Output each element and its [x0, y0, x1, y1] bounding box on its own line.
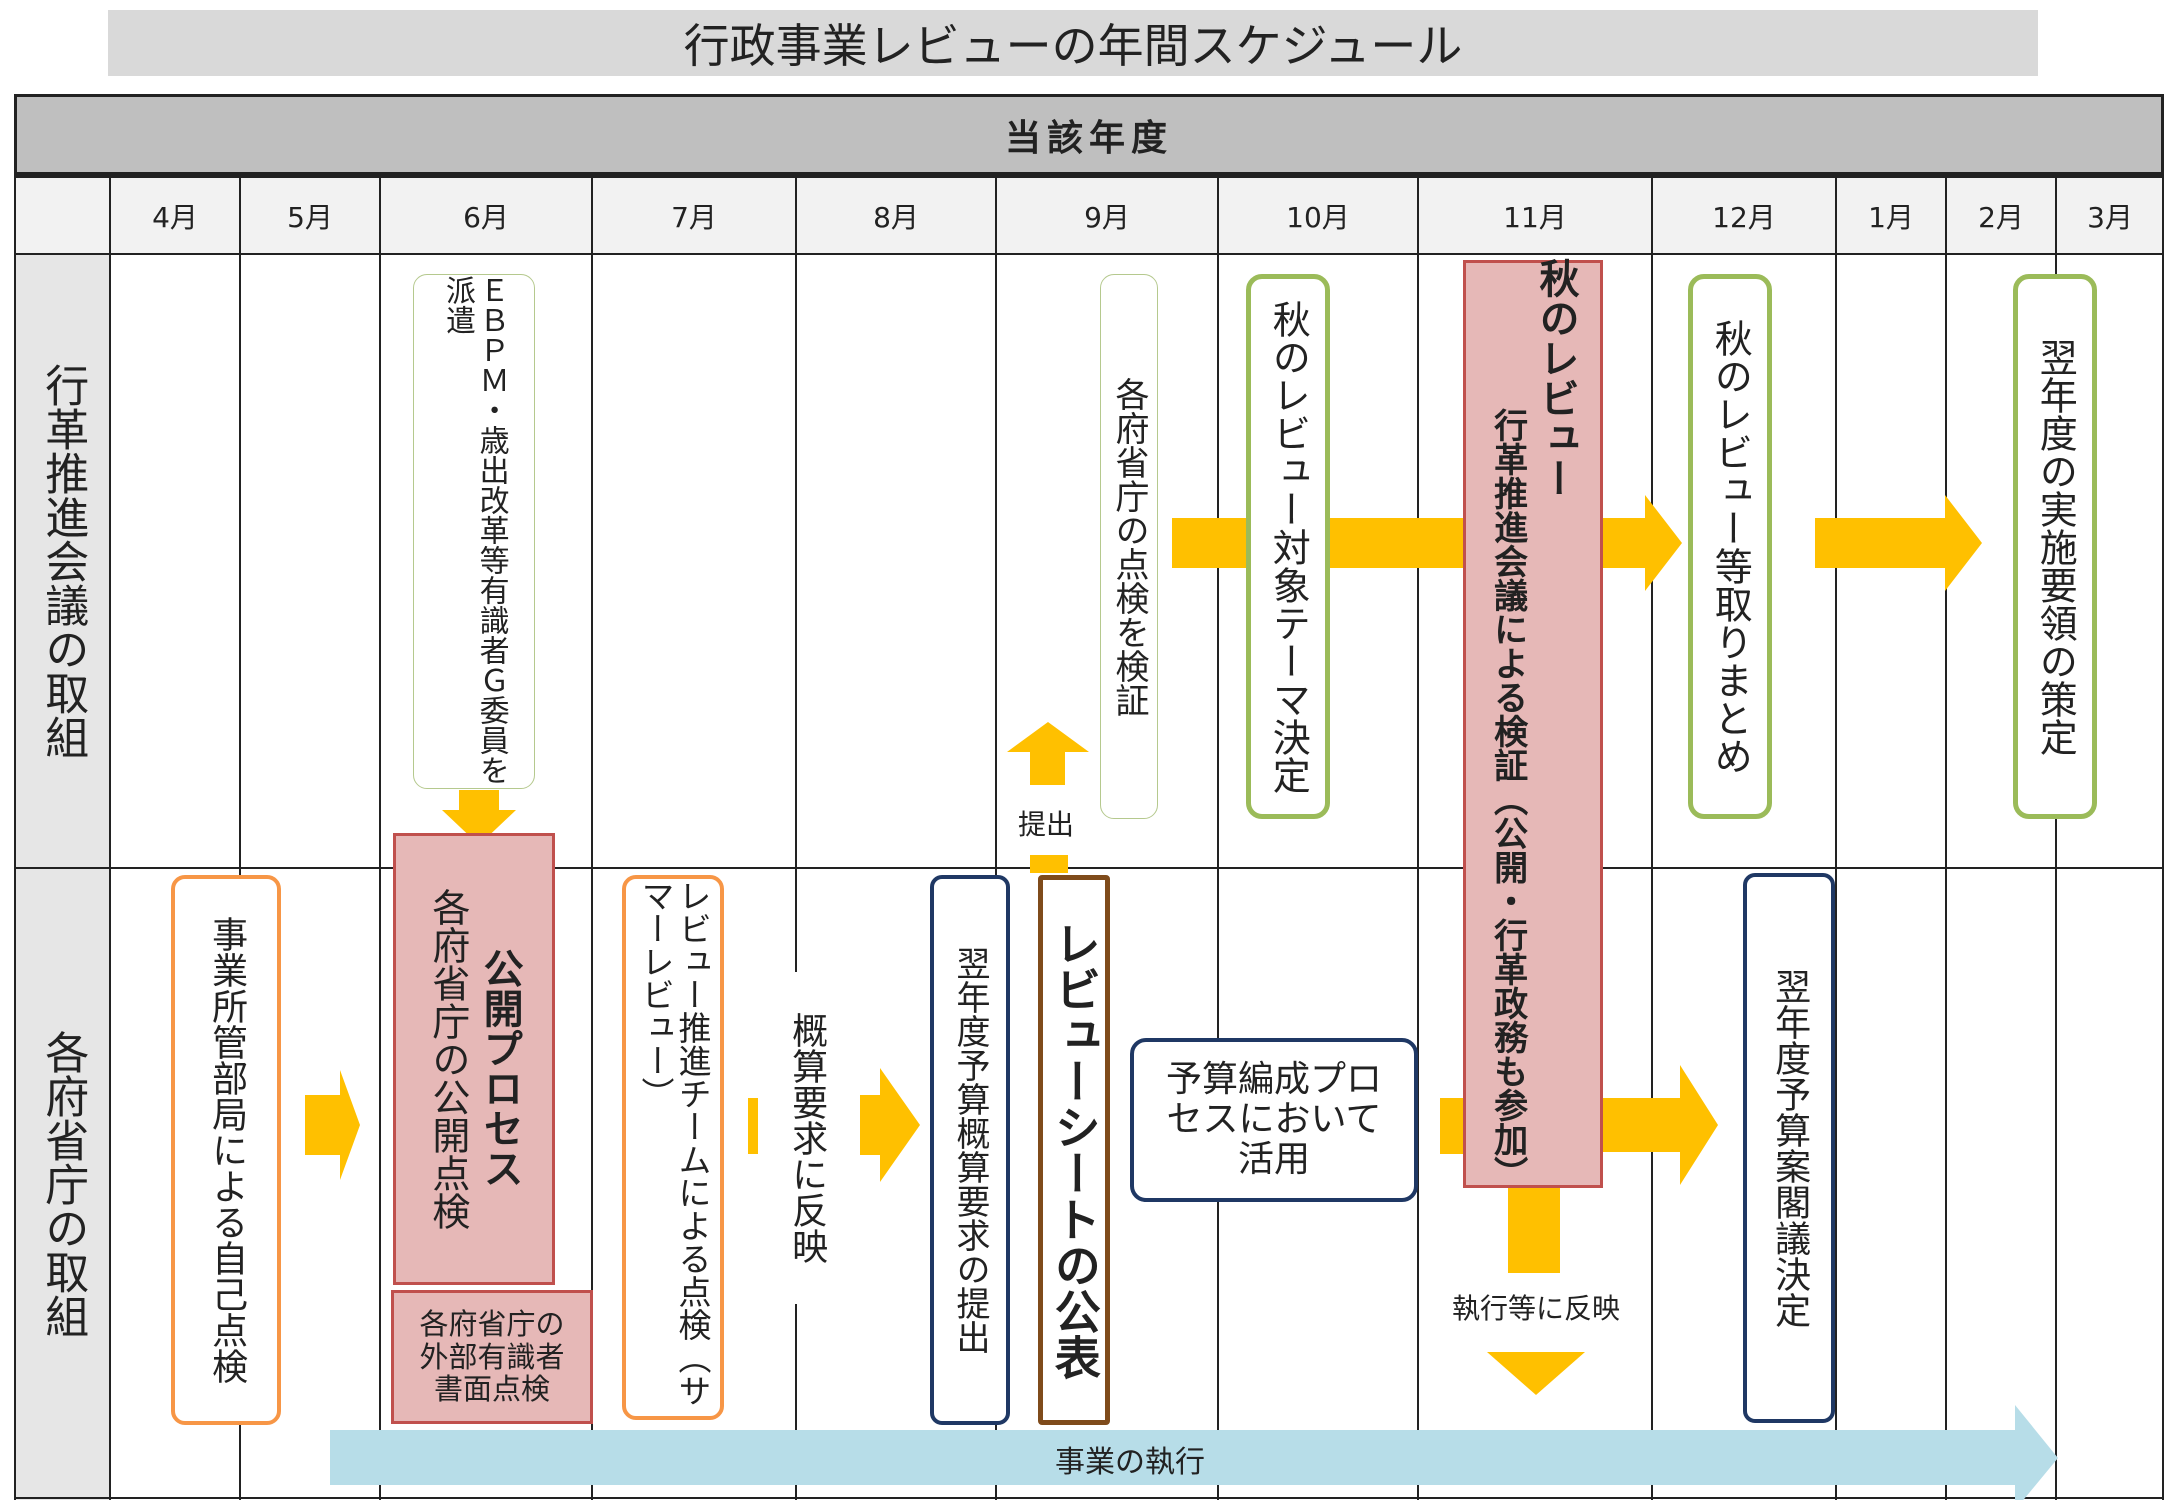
grid-line — [14, 867, 2164, 869]
month-mar: 3月 — [2087, 201, 2133, 234]
ebpm-box: ＥＢＰＭ・歳出改革等有識者Ｇ委員を派遣 — [413, 274, 535, 789]
summer-review-box: レビュー推進チームによる点検（サマーレビュー） — [622, 875, 724, 1420]
arrow-ebpm-down — [442, 790, 516, 845]
row-label-top: 行革推進会議の取組 — [14, 254, 110, 868]
verify-ministries-box: 各府省庁の点検を検証 — [1100, 274, 1158, 819]
page-title: 行政事業レビューの年間スケジュール — [108, 10, 2038, 76]
month-jan: 1月 — [1868, 201, 1914, 234]
autumn-theme-box: 秋のレビュー対象テーマ決定 — [1246, 274, 1330, 819]
review-sheet-publish-box: レビューシートの公表 — [1038, 875, 1110, 1425]
arrow-top-next-year — [1815, 495, 1982, 591]
month-feb: 2月 — [1978, 201, 2024, 234]
public-process-box: 公開プロセス 各府省庁の公開点検 — [393, 833, 555, 1285]
arrow-self-check — [305, 1070, 360, 1180]
grid-line — [14, 178, 16, 1500]
grid-line — [995, 178, 997, 1500]
arrow-cabinet — [1602, 1065, 1718, 1185]
arrow-summer-tick — [748, 1098, 758, 1154]
grid-line — [2162, 178, 2164, 1500]
month-sep: 9月 — [1084, 201, 1130, 234]
row-label-bottom: 各府省庁の取組 — [14, 868, 110, 1500]
month-dec: 12月 — [1712, 201, 1776, 234]
grid-line — [1651, 178, 1653, 1500]
budget-cabinet-box: 翌年度予算案閣議決定 — [1743, 873, 1835, 1423]
month-may: 5月 — [287, 201, 333, 234]
arrow-submit-base — [1030, 855, 1068, 873]
grid-line — [1945, 178, 1947, 1500]
budget-request-submit-box: 翌年度予算概算要求の提出 — [930, 875, 1010, 1425]
submit-label: 提出 — [1006, 803, 1086, 843]
external-check-box: 各府省庁の外部有識者書面点検 — [391, 1290, 593, 1424]
autumn-summary-box: 秋のレビュー等取りまとめ — [1688, 274, 1772, 819]
autumn-review-box: 秋のレビュー 行革推進会議による検証（公開・行革政務も参加） — [1463, 258, 1603, 1190]
month-apr: 4月 — [152, 201, 198, 234]
grid-line — [795, 178, 797, 1500]
next-year-guideline-box: 翌年度の実施要領の策定 — [2013, 274, 2097, 819]
public-process-content: 公開プロセス 各府省庁の公開点検 — [425, 888, 523, 1230]
arrow-execution-head — [1487, 1352, 1585, 1395]
self-check-box: 事業所管部局による自己点検 — [171, 875, 281, 1425]
grid-line — [379, 178, 381, 1500]
grid-line — [14, 253, 2164, 255]
grid-line — [1217, 178, 1219, 1500]
autumn-review-content: 秋のレビュー 行革推進会議による検証（公開・行革政務も参加） — [1487, 258, 1579, 1190]
reflect-execution-label: 執行等に反映 — [1440, 1287, 1632, 1327]
grid-line — [14, 1497, 2164, 1499]
grid-line — [2055, 178, 2057, 1500]
grid-line — [239, 178, 241, 1500]
month-nov: 11月 — [1503, 201, 1567, 234]
month-jun: 6月 — [463, 201, 509, 234]
arrow-project-execution — [330, 1405, 2058, 1500]
grid-line — [591, 178, 593, 1500]
budget-process-box: 予算編成プロセスにおいて活用 — [1130, 1038, 1418, 1202]
month-header-row — [14, 178, 2164, 254]
month-aug: 8月 — [873, 201, 919, 234]
fiscal-year-header: 当該年度 — [14, 94, 2164, 178]
arrow-execution-stem — [1508, 1185, 1560, 1273]
arrow-submit-up — [1007, 722, 1089, 785]
grid-line — [1417, 178, 1419, 1500]
arrow-budget-process-stub — [1440, 1098, 1466, 1154]
month-oct: 10月 — [1286, 201, 1350, 234]
grid-line — [109, 178, 111, 1500]
reflect-budget-request-text: 概算要求に反映 — [773, 972, 839, 1304]
month-jul: 7月 — [671, 201, 717, 234]
grid-line — [1835, 178, 1837, 1500]
project-execution-label: 事業の執行 — [1055, 1445, 1205, 1480]
arrow-budget-reflect — [860, 1068, 920, 1182]
